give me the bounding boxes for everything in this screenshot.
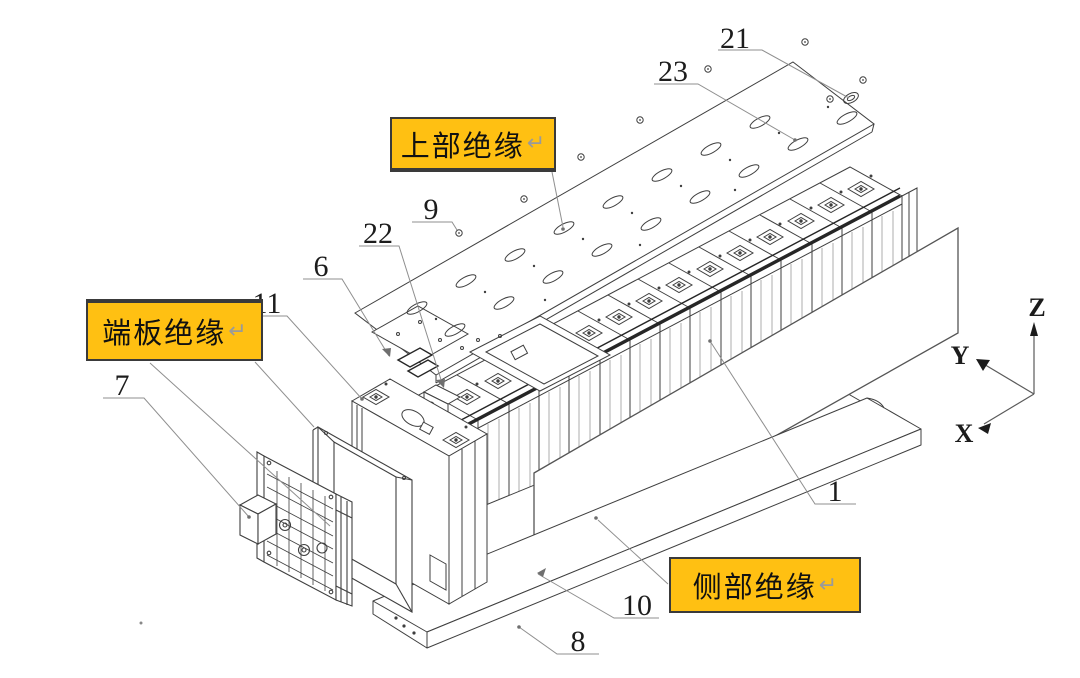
label-end-plate-insulation: 端板绝缘↵ bbox=[86, 299, 263, 361]
z-axis-label: Z bbox=[1028, 293, 1045, 322]
label-side-insulation-text: 侧部绝缘 bbox=[692, 570, 817, 604]
callout-9: 9 bbox=[424, 193, 439, 226]
x-axis-arrow bbox=[978, 423, 991, 434]
leader-8 bbox=[518, 626, 599, 655]
end-plate bbox=[238, 451, 353, 607]
label-end-plate-insulation-text: 端板绝缘 bbox=[102, 316, 227, 350]
top-insulation-sheet bbox=[354, 61, 875, 384]
leader-11 bbox=[246, 315, 363, 400]
leader-22 bbox=[359, 245, 444, 387]
leader-23 bbox=[654, 83, 796, 141]
leader-label-end-2 bbox=[149, 362, 331, 527]
leader-10 bbox=[537, 573, 659, 619]
callout-8: 8 bbox=[571, 625, 586, 658]
axis-indicator: Z Y X bbox=[951, 293, 1046, 448]
callout-23: 23 bbox=[658, 55, 688, 88]
label-side-insulation: 侧部绝缘↵ bbox=[669, 557, 861, 613]
label-top-insulation: 上部绝缘↵ bbox=[390, 117, 556, 172]
callout-22: 22 bbox=[363, 217, 393, 250]
leader-9 bbox=[412, 221, 458, 231]
leader-7 bbox=[103, 397, 250, 518]
leader-label-end bbox=[254, 361, 315, 428]
leader-21 bbox=[718, 49, 850, 99]
stray-dot bbox=[139, 621, 143, 625]
z-axis-arrow bbox=[1030, 322, 1038, 336]
callout-7: 7 bbox=[115, 369, 130, 402]
return-symbol: ↵ bbox=[526, 131, 546, 156]
callout-numbers: 21 23 9 22 6 11 7 1 10 8 bbox=[115, 22, 843, 658]
callout-21: 21 bbox=[720, 22, 750, 55]
leader-label-top bbox=[551, 171, 564, 228]
label-top-insulation-text: 上部绝缘 bbox=[400, 128, 525, 163]
leader-label-side bbox=[597, 519, 669, 585]
leader-6 bbox=[303, 278, 390, 357]
y-axis-label: Y bbox=[951, 341, 970, 370]
return-symbol: ↵ bbox=[228, 318, 247, 344]
callout-6: 6 bbox=[314, 250, 329, 283]
callout-10: 10 bbox=[622, 589, 652, 622]
y-axis-arrow bbox=[976, 359, 990, 371]
return-symbol: ↵ bbox=[818, 572, 838, 598]
leader-1 bbox=[709, 340, 856, 505]
callout-1: 1 bbox=[828, 475, 843, 508]
x-axis-label: X bbox=[955, 419, 974, 448]
